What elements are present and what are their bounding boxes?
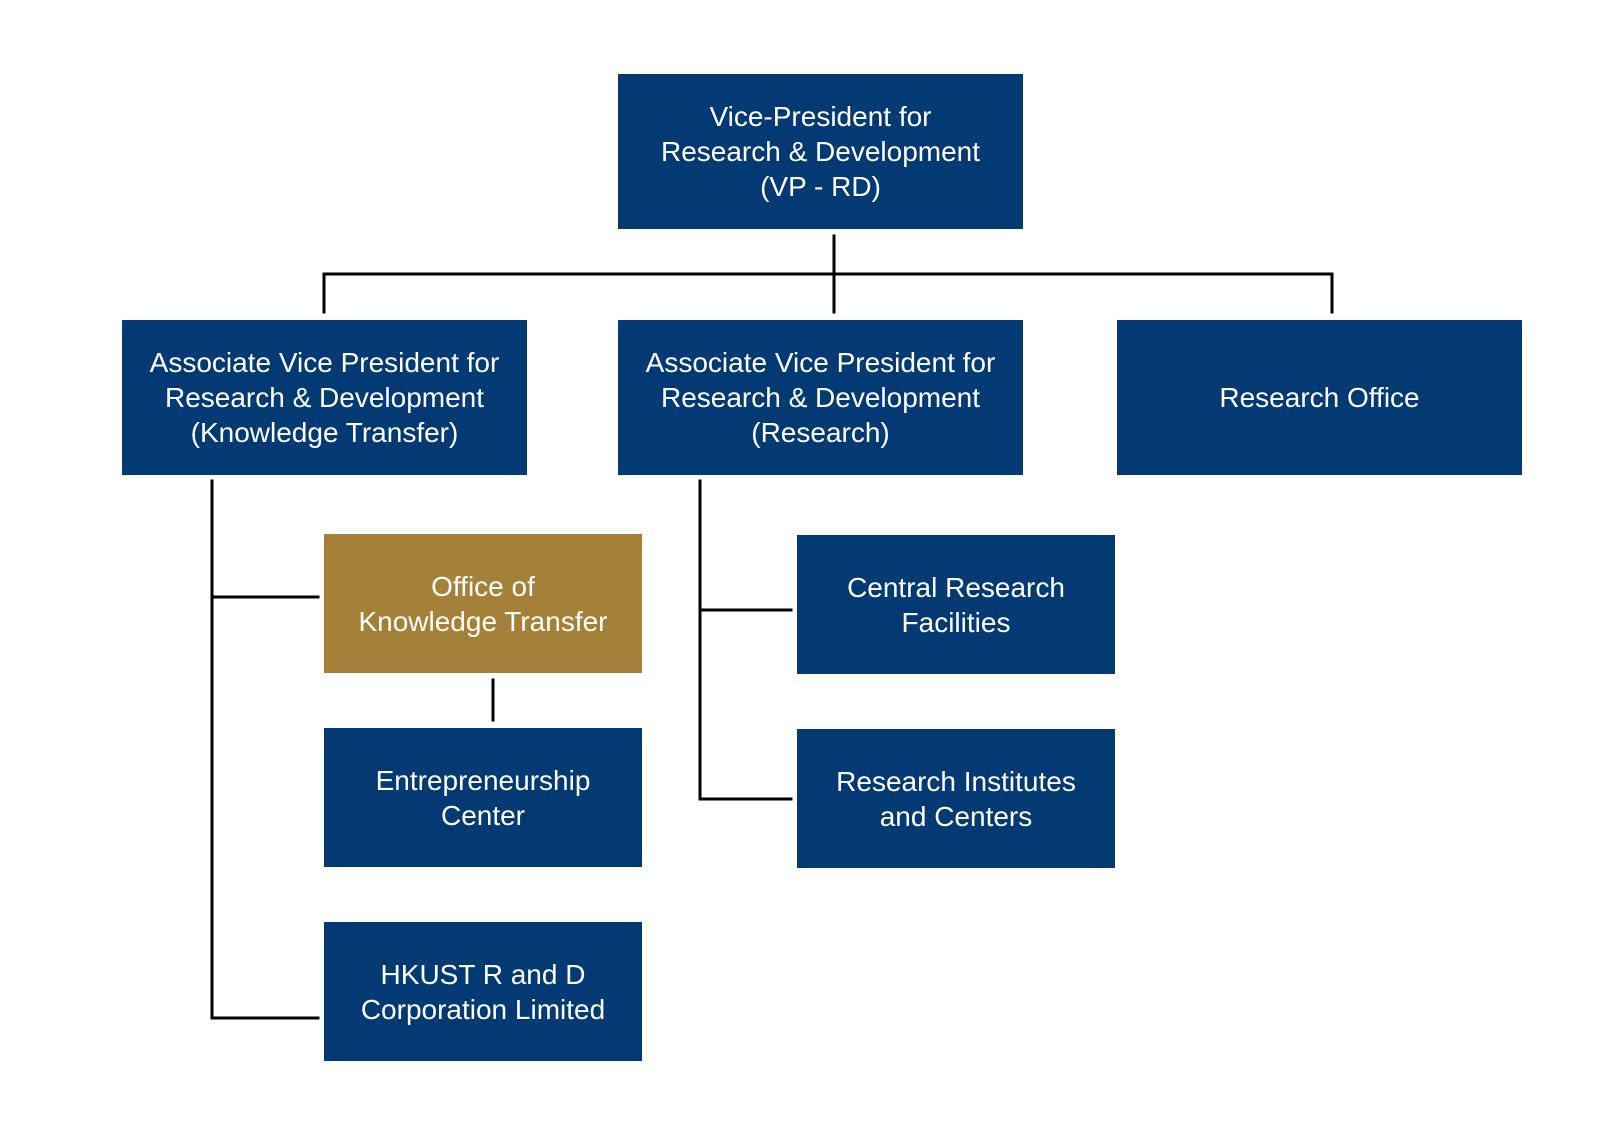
research-office-box: Research Office (1117, 320, 1522, 475)
vp-box: Vice-President for Research & Developmen… (618, 74, 1023, 229)
avp-research-line-3: (Research) (751, 417, 890, 448)
avp-kt-line-3: (Knowledge Transfer) (190, 417, 459, 448)
ec-line-2: Center (440, 799, 526, 831)
avp-research-line-1: Associate Vice President for (645, 347, 996, 378)
entrepreneurship-center-box: Entrepreneurship Center (324, 728, 642, 867)
okt-line-1: Office of (431, 570, 535, 602)
crf-line-2: Facilities (901, 606, 1011, 638)
okt-line-2: Knowledge Transfer (358, 605, 608, 637)
avp-kt-line-2: Research & Development (164, 382, 485, 413)
vp-line-1: Vice-President for (709, 101, 932, 132)
central-research-facilities-box: Central Research Facilities (797, 535, 1115, 674)
ec-line-1: Entrepreneurship (375, 764, 591, 796)
research-office-label: Research Office (1219, 382, 1420, 413)
crf-line-1: Central Research (847, 571, 1065, 603)
research-institutes-centers-box: Research Institutes and Centers (797, 729, 1115, 868)
avp-research-line-2: Research & Development (660, 382, 981, 413)
ric-line-1: Research Institutes (836, 765, 1076, 797)
ric-line-2: and Centers (879, 800, 1033, 832)
avp-knowledge-transfer-box: Associate Vice President for Research & … (122, 320, 527, 475)
hkust-line-2: Corporation Limited (360, 993, 606, 1025)
hkust-line-1: HKUST R and D (380, 958, 586, 990)
avp-kt-line-1: Associate Vice President for (149, 347, 500, 378)
hkust-rd-corporation-box: HKUST R and D Corporation Limited (324, 922, 642, 1061)
vp-line-2: Research & Development (660, 136, 981, 167)
vp-line-3: (VP - RD) (760, 171, 881, 202)
office-knowledge-transfer-box: Office of Knowledge Transfer (324, 534, 642, 673)
avp-research-box: Associate Vice President for Research & … (618, 320, 1023, 475)
